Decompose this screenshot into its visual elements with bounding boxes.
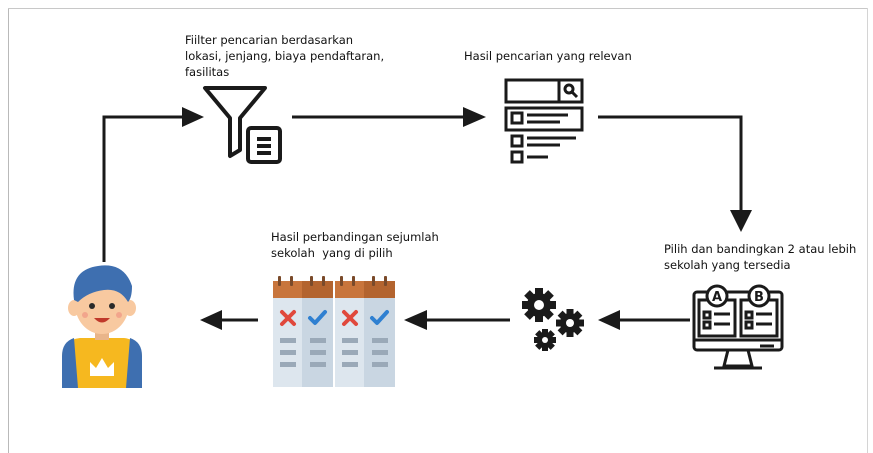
- filter-step-label: Fiilter pencarian berdasarkan lokasi, je…: [185, 32, 405, 80]
- badge-b: B: [754, 290, 764, 305]
- choose-step-label: Pilih dan bandingkan 2 atau lebih sekola…: [664, 241, 869, 273]
- comparison-step-label-line: sekolah yang di pilih: [271, 246, 393, 260]
- student-avatar-icon: [62, 265, 142, 388]
- arrow-filter-to-results: [292, 107, 486, 127]
- monitor-compare-ab-icon: [692, 284, 784, 370]
- arrow-results-to-choose: [598, 115, 752, 232]
- arrow-gears-to-comparison: [404, 310, 510, 330]
- frame-line-left: [8, 8, 9, 453]
- results-step-label: Hasil pencarian yang relevan: [464, 49, 632, 63]
- badge-a: A: [712, 290, 722, 305]
- comparison-step-label-line: Hasil perbandingan sejumlah: [271, 230, 439, 244]
- arrow-choose-to-gears: [598, 310, 690, 330]
- choose-step-label-line: Pilih dan bandingkan 2 atau lebih: [664, 242, 857, 256]
- gears-icon: [522, 288, 584, 351]
- comparison-step-label: Hasil perbandingan sejumlah sekolah yang…: [271, 229, 471, 261]
- search-results-icon: [504, 78, 584, 164]
- frame-line-right: [867, 8, 868, 453]
- comparison-table-icon: [273, 276, 395, 387]
- filter-step-label-line: lokasi, jenjang, biaya pendaftaran,: [185, 49, 385, 63]
- frame-line-top: [8, 8, 868, 9]
- filter-step-label-line: Fiilter pencarian berdasarkan: [185, 33, 354, 47]
- arrow-user-to-filter: [102, 107, 204, 262]
- filter-list-icon: [203, 86, 282, 164]
- filter-step-label-line: fasilitas: [185, 65, 230, 79]
- arrow-comparison-to-user: [200, 310, 258, 330]
- choose-step-label-line: sekolah yang tersedia: [664, 258, 791, 272]
